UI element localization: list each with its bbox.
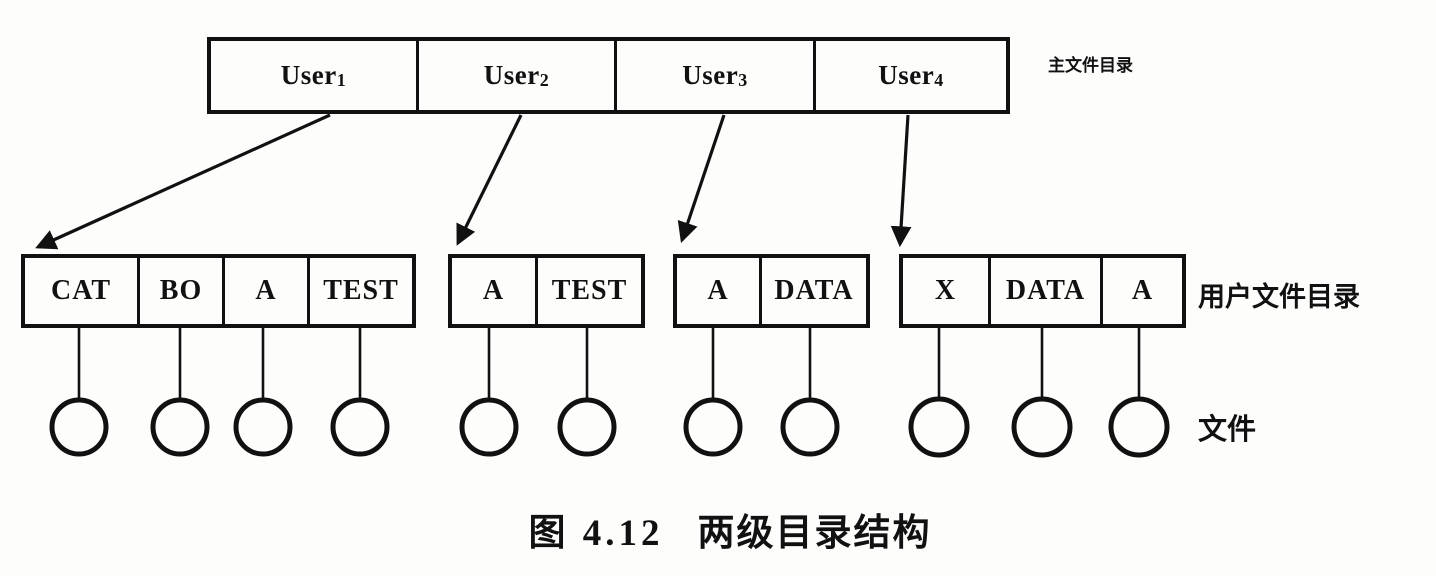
dir-entry: A xyxy=(677,258,762,324)
dir-entry: TEST xyxy=(323,275,399,306)
dir-entry: BO xyxy=(140,258,225,324)
arrow-user1 xyxy=(35,113,331,250)
master-cell-label: User xyxy=(483,60,540,90)
master-cell-label: User xyxy=(280,60,337,90)
file-circle xyxy=(150,397,210,457)
user2-directory-box: A TEST xyxy=(448,254,645,328)
arrow-user3 xyxy=(677,114,726,243)
figure-caption-number: 图 4.12 xyxy=(528,513,664,554)
dir-entry: A xyxy=(225,258,310,324)
file-label: 文件 xyxy=(1198,414,1257,446)
user-directory-label: 用户文件目录 xyxy=(1198,282,1360,312)
dir-entry: A xyxy=(452,258,538,324)
file-circle xyxy=(683,397,743,457)
dir-entry: A xyxy=(1131,275,1154,306)
file-circle xyxy=(908,396,970,458)
arrow-user4 xyxy=(890,114,912,248)
dir-entry: TEST xyxy=(551,275,628,306)
dir-entry: X xyxy=(903,258,991,324)
figure-caption-title: 两级目录结构 xyxy=(697,513,932,554)
file-circle xyxy=(233,397,293,457)
file-circles xyxy=(49,396,1170,458)
master-to-userdir-arrows xyxy=(35,113,912,250)
arrow-user2 xyxy=(456,114,523,246)
user3-directory-box: A DATA xyxy=(673,254,870,328)
file-circle xyxy=(557,397,617,457)
dir-entry: DATA xyxy=(774,275,854,306)
dir-entry: CAT xyxy=(25,258,140,324)
file-circle xyxy=(330,397,390,457)
file-circle xyxy=(459,397,519,457)
file-circle xyxy=(780,397,840,457)
master-cell-label: User xyxy=(682,60,739,90)
figure-caption: 图 4.12 两级目录结构 xyxy=(0,502,1436,556)
master-directory-label: 主文件目录 xyxy=(1048,56,1133,75)
file-circle xyxy=(1108,396,1170,458)
file-circle xyxy=(1011,396,1073,458)
file-circle xyxy=(49,397,109,457)
file-connector-lines xyxy=(77,328,1141,399)
dir-entry: DATA xyxy=(991,258,1103,324)
master-cell-label: User xyxy=(878,60,935,90)
user4-directory-box: X DATA A xyxy=(899,254,1186,328)
user1-directory-box: CAT BO A TEST xyxy=(21,254,416,328)
